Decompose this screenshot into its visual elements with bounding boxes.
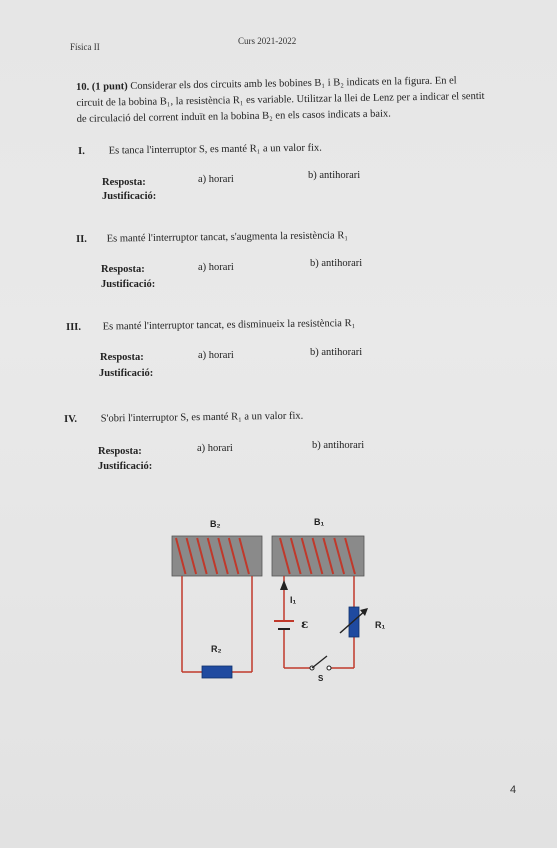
coil-turn [344,537,356,575]
coil-b1-label: B₁ [314,517,324,527]
resistor-r1 [348,606,360,638]
item-1-option-b[interactable]: b) antihorari [308,170,361,181]
item-3-resposta: Resposta: [100,352,144,363]
coil-turn [185,537,198,575]
circuit-b2-wire [181,576,253,673]
subject-header: Física II [70,42,100,52]
item-4-resposta: Resposta: [98,446,142,457]
current-i1-label: I₁ [290,595,297,605]
switch-s-label: S [318,674,324,683]
switch-s [309,655,332,671]
coil-turn [289,537,302,575]
coil-turn [238,537,250,575]
coil-turn [206,537,219,575]
coil-b2 [171,535,263,577]
battery-emf [274,620,294,630]
resistor-r2 [201,665,233,679]
coil-turn [279,537,291,575]
current-arrow-i1 [280,580,288,590]
page-number: 4 [510,784,517,796]
item-3-justificacio: Justificació: [99,368,154,379]
coil-turn [311,537,324,575]
coil-b1 [271,535,365,577]
coil-turn [175,537,187,575]
item-4-option-a[interactable]: a) horari [197,443,233,454]
variable-arrow-icon [339,608,368,634]
coil-b2-turns [175,537,250,575]
item-1-option-a[interactable]: a) horari [198,174,234,185]
emf-label: ε [301,617,308,631]
item-1-resposta: Resposta: [102,177,146,188]
item-4-option-b[interactable]: b) antihorari [312,440,365,451]
coil-turn [333,537,346,575]
item-3-option-b[interactable]: b) antihorari [310,347,363,358]
item-3-option-a[interactable]: a) horari [198,350,234,361]
coil-turn [227,537,240,575]
item-2-resposta: Resposta: [101,264,145,275]
course-header: Curs 2021-2022 [238,36,297,46]
resistor-r2-label: R₂ [211,644,222,654]
item-2-option-a[interactable]: a) horari [198,262,234,273]
coil-b1-turns [279,537,356,575]
circuit-b1-wire [283,576,355,669]
item-2-option-b[interactable]: b) antihorari [310,258,363,269]
resistor-r1-label: R₁ [375,620,385,630]
coil-turn [217,537,229,575]
item-4-justificacio: Justificació: [98,461,153,472]
coil-turn [322,537,335,575]
item-2-justificacio: Justificació: [101,279,156,290]
coil-b2-label: B₂ [210,519,221,529]
item-1-justificacio: Justificació: [102,191,157,202]
coil-turn [300,537,313,575]
coil-turn [196,537,208,575]
